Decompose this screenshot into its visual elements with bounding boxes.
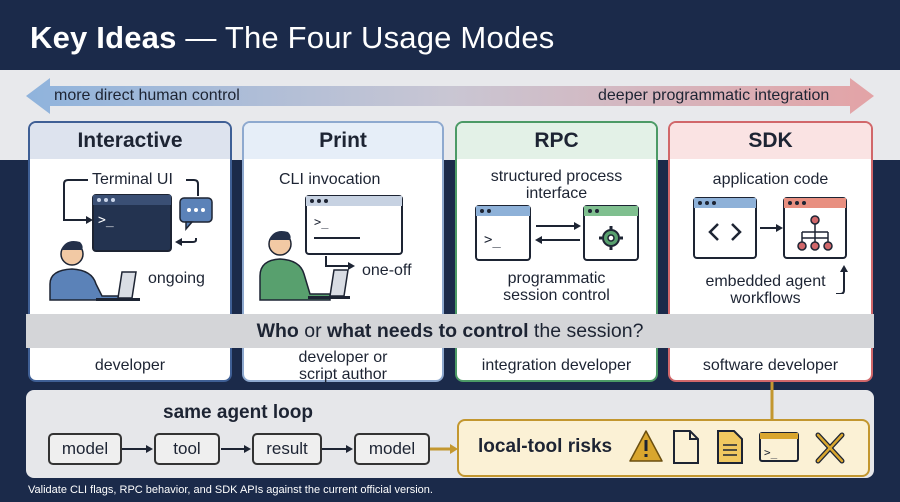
local-tool-risks-label: local-tool risks [478,436,613,457]
print-caption: CLI invocation [279,171,381,188]
laptop-icon [308,269,350,299]
svg-text:>_: >_ [764,446,778,459]
terminal-ui-illustration: >_ [49,179,213,301]
loop-step-tool: tool [154,433,220,465]
rpc-illustration: >_ [475,205,639,261]
rpc-audience: integration developer [481,357,632,374]
loop-connectors [770,382,774,420]
agent-loop-title: same agent loop [163,402,313,423]
rpc-bottom-line1: programmatic [507,270,606,287]
local-tool-risks-box [457,419,870,477]
spectrum-arrow [26,78,874,114]
risk-icons: >_ [629,430,845,464]
print-audience-line2: script author [298,366,388,383]
developer-person-icon [49,241,121,301]
loop-step-result: result [252,433,322,465]
card-interactive-title: Interactive [30,123,230,159]
chat-bubble-icon [179,197,213,232]
print-audience-line1: developer or [298,349,388,366]
terminal-window-icon: >_ [475,205,531,261]
print-side-caption: one-off [362,262,412,279]
file-icon [673,430,699,464]
interactive-side-caption: ongoing [148,270,205,287]
loop-arrows [122,444,458,454]
sdk-bottom-line1: embedded agent [705,273,826,290]
card-sdk-title: SDK [670,123,871,159]
cli-illustration: >_ [259,195,403,301]
page-title: Key Ideas — The Four Usage Modes [30,20,555,55]
interactive-caption: Terminal UI [92,171,173,188]
rpc-bottom-line2: session control [503,287,610,304]
card-rpc-title: RPC [457,123,656,159]
script-author-person-icon [259,231,331,301]
tools-icon-inner [816,433,844,463]
sdk-audience: software developer [702,357,839,374]
loop-step-model-2: model [354,433,430,465]
rpc-caption-line2: interface [525,185,588,202]
svg-text:>_: >_ [314,215,329,229]
sdk-bottom-line2: workflows [730,290,801,307]
gear-window-icon [583,205,639,261]
terminal-window-icon: >_ [92,194,172,252]
sdk-caption: application code [712,171,829,188]
loop-step-model: model [48,433,122,465]
rpc-caption-line1: structured process [490,168,623,185]
code-window-icon [693,197,757,259]
svg-text:>_: >_ [98,213,114,228]
sdk-illustration [693,197,848,294]
card-print-title: Print [244,123,442,159]
spectrum-right-label: deeper programmatic integration [598,87,830,104]
workflow-tree-window-icon [783,197,847,259]
footnote: Validate CLI flags, RPC behavior, and SD… [28,484,433,496]
terminal-icon: >_ [759,432,799,462]
laptop-icon [96,271,140,301]
warning-icon [629,430,663,462]
cli-window-icon: >_ [305,195,403,255]
spectrum-left-label: more direct human control [54,87,240,104]
svg-text:>_: >_ [484,232,501,248]
interactive-audience: developer [94,357,166,374]
control-question-banner: Who or what needs to control the session… [26,314,874,348]
document-icon [717,430,743,464]
